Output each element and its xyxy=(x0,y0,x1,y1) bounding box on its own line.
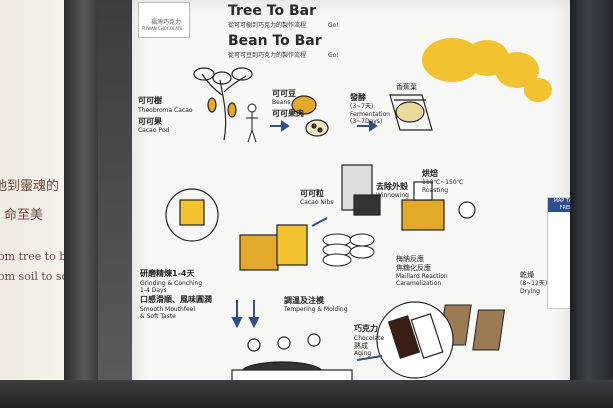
brand-logo: 福灣巧克力 FUWAN CHOCOLATE xyxy=(138,2,190,38)
yellow-bean-cluster xyxy=(422,38,552,102)
label-roasting: 烘焙 xyxy=(422,169,438,178)
left-door-frame xyxy=(64,0,98,408)
label-mouthfeel-en2: & Soft Taste xyxy=(140,313,176,320)
label-fermentation-en: Fermentation xyxy=(350,111,391,118)
label-mouthfeel-en: Smooth Mouthfeel xyxy=(140,306,196,313)
label-maillard: 梅納反應 xyxy=(396,255,424,263)
label-tempering-en: Tempering & Molding xyxy=(284,306,348,313)
left-wall-panel: 地到靈魂的 命至美 om tree to bar, om soil to sou… xyxy=(0,0,82,408)
label-caramel-en: Caramelization xyxy=(396,280,442,287)
label-chocolate-en: Chocolate xyxy=(354,335,385,342)
mural-illustrations xyxy=(165,38,552,401)
label-caramel: 焦糖化反應 xyxy=(396,264,431,272)
label-drying-days: (8~12天) xyxy=(520,280,548,287)
label-roasting-temp: 110℃~150℃ xyxy=(422,179,464,186)
winnowing-machine-illustration xyxy=(341,164,381,216)
label-drying: 乾燥 xyxy=(520,271,534,279)
label-roasting-en: Roasting xyxy=(422,187,449,194)
label-theobroma: 可可樹 xyxy=(138,96,162,105)
floor xyxy=(0,380,613,408)
tree-to-bar-subtitle: 從可可樹到巧克力的製作流程 xyxy=(228,22,307,29)
left-wall-line-4: om soil to soul. xyxy=(0,270,83,283)
label-banana-leaf: 香蕉葉 xyxy=(396,83,417,91)
label-pulp: 可可果肉 xyxy=(272,109,304,118)
label-cacao-pod: 可可果 xyxy=(138,117,162,126)
fermentation-box-illustration xyxy=(389,94,433,131)
chocolate-bar-illustration xyxy=(376,301,454,379)
bean-to-bar-subtitle: 從可可豆到巧克力的製作流程 xyxy=(228,52,307,59)
label-drying-en: Drying xyxy=(520,288,540,295)
label-fermentation-days: (3~7天) xyxy=(350,103,374,110)
label-aging: 熟成 xyxy=(354,342,368,350)
bean-to-bar-title: Bean To Bar xyxy=(228,33,322,49)
left-wall-line-2: 命至美 xyxy=(4,208,44,223)
label-theobroma-en: Theobroma Cacao xyxy=(138,107,193,114)
cacao-pod-illustration xyxy=(291,95,329,137)
label-nibs-en: Cacao Nibs xyxy=(300,199,334,206)
label-winnowing: 去除外殼 xyxy=(376,182,408,191)
label-fermentation-days-en: (3~7Days) xyxy=(350,118,383,125)
label-chocolate: 巧克力 xyxy=(354,324,378,333)
label-grinding-en: Grinding & Conching xyxy=(140,280,203,287)
farmer-illustration xyxy=(246,103,258,143)
label-beans: 可可豆 xyxy=(272,89,296,98)
grinder-machine-illustration xyxy=(165,188,308,271)
nib-sacks-illustration xyxy=(322,233,375,267)
cacao-tree-illustration xyxy=(193,67,253,141)
process-arrows xyxy=(231,120,383,361)
label-winnowing-en: Winnowing xyxy=(376,192,409,199)
label-beans-en: Beans xyxy=(272,99,291,106)
right-glass-panel xyxy=(570,0,613,408)
label-cacao-pod-en: Cacao Pod xyxy=(138,127,170,134)
left-wall-line-3: om tree to bar, xyxy=(0,250,81,263)
bean-to-bar-go: Go! xyxy=(328,52,339,59)
brand-logo-name: 福灣巧克力 xyxy=(151,19,182,26)
label-grinding-days-en: 1-4 Days xyxy=(140,287,167,294)
label-tempering: 調溫及注模 xyxy=(284,296,324,305)
left-wall-line-1: 地到靈魂的 xyxy=(0,179,60,194)
label-maillard-en: Maillard Reaction xyxy=(396,273,448,280)
chocolate-process-mural: 福灣巧克力 FUWAN CHOCOLATE Tree To Bar 從可可樹到巧… xyxy=(132,0,570,408)
label-mouthfeel: 口感滑順、風味圓潤 xyxy=(140,295,212,304)
label-fermentation: 發酵 xyxy=(350,93,366,102)
roasting-machine-illustration xyxy=(401,181,476,231)
tree-to-bar-title: Tree To Bar xyxy=(228,3,316,19)
label-grinding: 研磨精煉1-4天 xyxy=(140,269,195,278)
label-nibs: 可可粒 xyxy=(300,189,324,198)
label-aging-en: Aging xyxy=(354,350,372,357)
tree-to-bar-go: Go! xyxy=(328,22,339,29)
brand-logo-sub: FUWAN CHOCOLATE xyxy=(142,26,183,31)
